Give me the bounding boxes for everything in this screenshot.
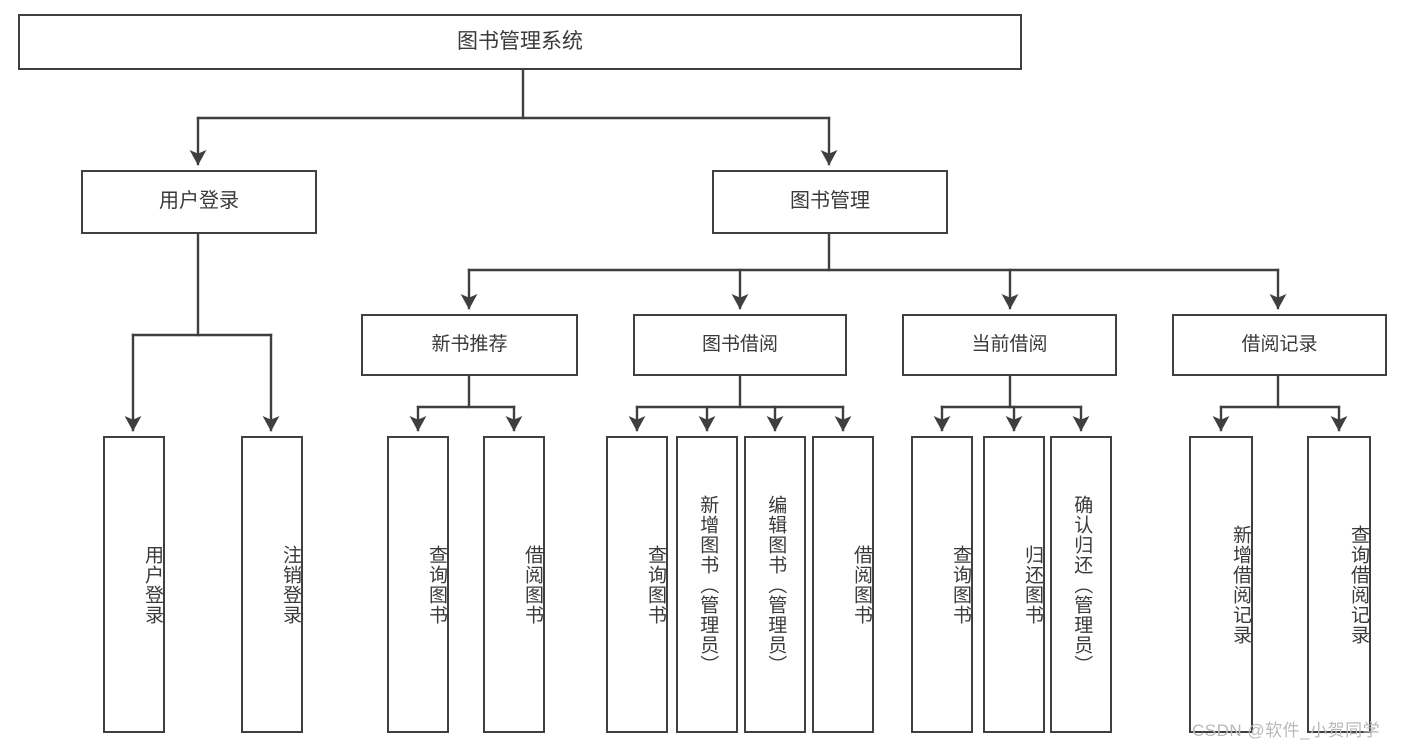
node-leaf-user-login[interactable]: 用户登录: [103, 436, 165, 733]
node-leaf-borrow-book-1[interactable]: 借阅图书: [483, 436, 545, 733]
node-leaf-query-book-2[interactable]: 查询图书: [606, 436, 668, 733]
watermark: CSDN @软件_小贺同学: [1192, 721, 1381, 740]
node-user-login[interactable]: 用户登录: [81, 170, 317, 234]
node-leaf-return-book[interactable]: 归还图书: [983, 436, 1045, 733]
node-root[interactable]: 图书管理系统: [18, 14, 1022, 70]
node-leaf-add-record[interactable]: 新增借阅记录: [1189, 436, 1253, 733]
node-leaf-add-book[interactable]: 新增图书（管理员）: [676, 436, 738, 733]
node-leaf-query-book-3[interactable]: 查询图书: [911, 436, 973, 733]
node-leaf-edit-book[interactable]: 编辑图书（管理员）: [744, 436, 806, 733]
node-current-borrow[interactable]: 当前借阅: [902, 314, 1117, 376]
node-leaf-query-book-1[interactable]: 查询图书: [387, 436, 449, 733]
node-borrow-record[interactable]: 借阅记录: [1172, 314, 1387, 376]
node-leaf-logout[interactable]: 注销登录: [241, 436, 303, 733]
node-leaf-confirm-return[interactable]: 确认归还（管理员）: [1050, 436, 1112, 733]
node-leaf-query-record[interactable]: 查询借阅记录: [1307, 436, 1371, 733]
node-book-manage[interactable]: 图书管理: [712, 170, 948, 234]
node-new-book-recommend[interactable]: 新书推荐: [361, 314, 578, 376]
node-book-borrow[interactable]: 图书借阅: [633, 314, 847, 376]
node-leaf-borrow-book-2[interactable]: 借阅图书: [812, 436, 874, 733]
